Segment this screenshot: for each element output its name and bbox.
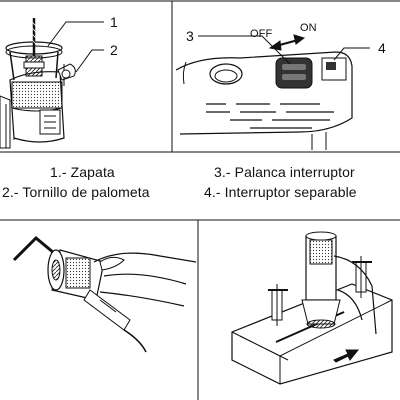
panel-tool-shoe — [0, 18, 76, 149]
callout-2: 2 — [110, 42, 118, 58]
callout-leaders-panel-1 — [47, 21, 104, 73]
panel-bit-change — [12, 235, 197, 353]
off-label: OFF — [250, 28, 273, 40]
callout-3: 3 — [186, 28, 194, 44]
callout-1: 1 — [110, 14, 118, 30]
callout-4: 4 — [378, 40, 386, 56]
on-label: ON — [300, 22, 317, 34]
legend-item-interruptor: 4.- Interruptor separable — [204, 184, 357, 200]
legend-item-zapata: 1.- Zapata — [50, 164, 115, 180]
panel-switch-closeup — [175, 34, 353, 150]
callout-leaders-panel-2 — [198, 35, 370, 65]
panel-clamped-use — [231, 231, 393, 385]
legend-item-palanca: 3.- Palanca interruptor — [214, 164, 355, 180]
off-on-arrow — [268, 34, 306, 51]
legend-item-tornillo: 2.- Tornillo de palometa — [2, 184, 150, 200]
